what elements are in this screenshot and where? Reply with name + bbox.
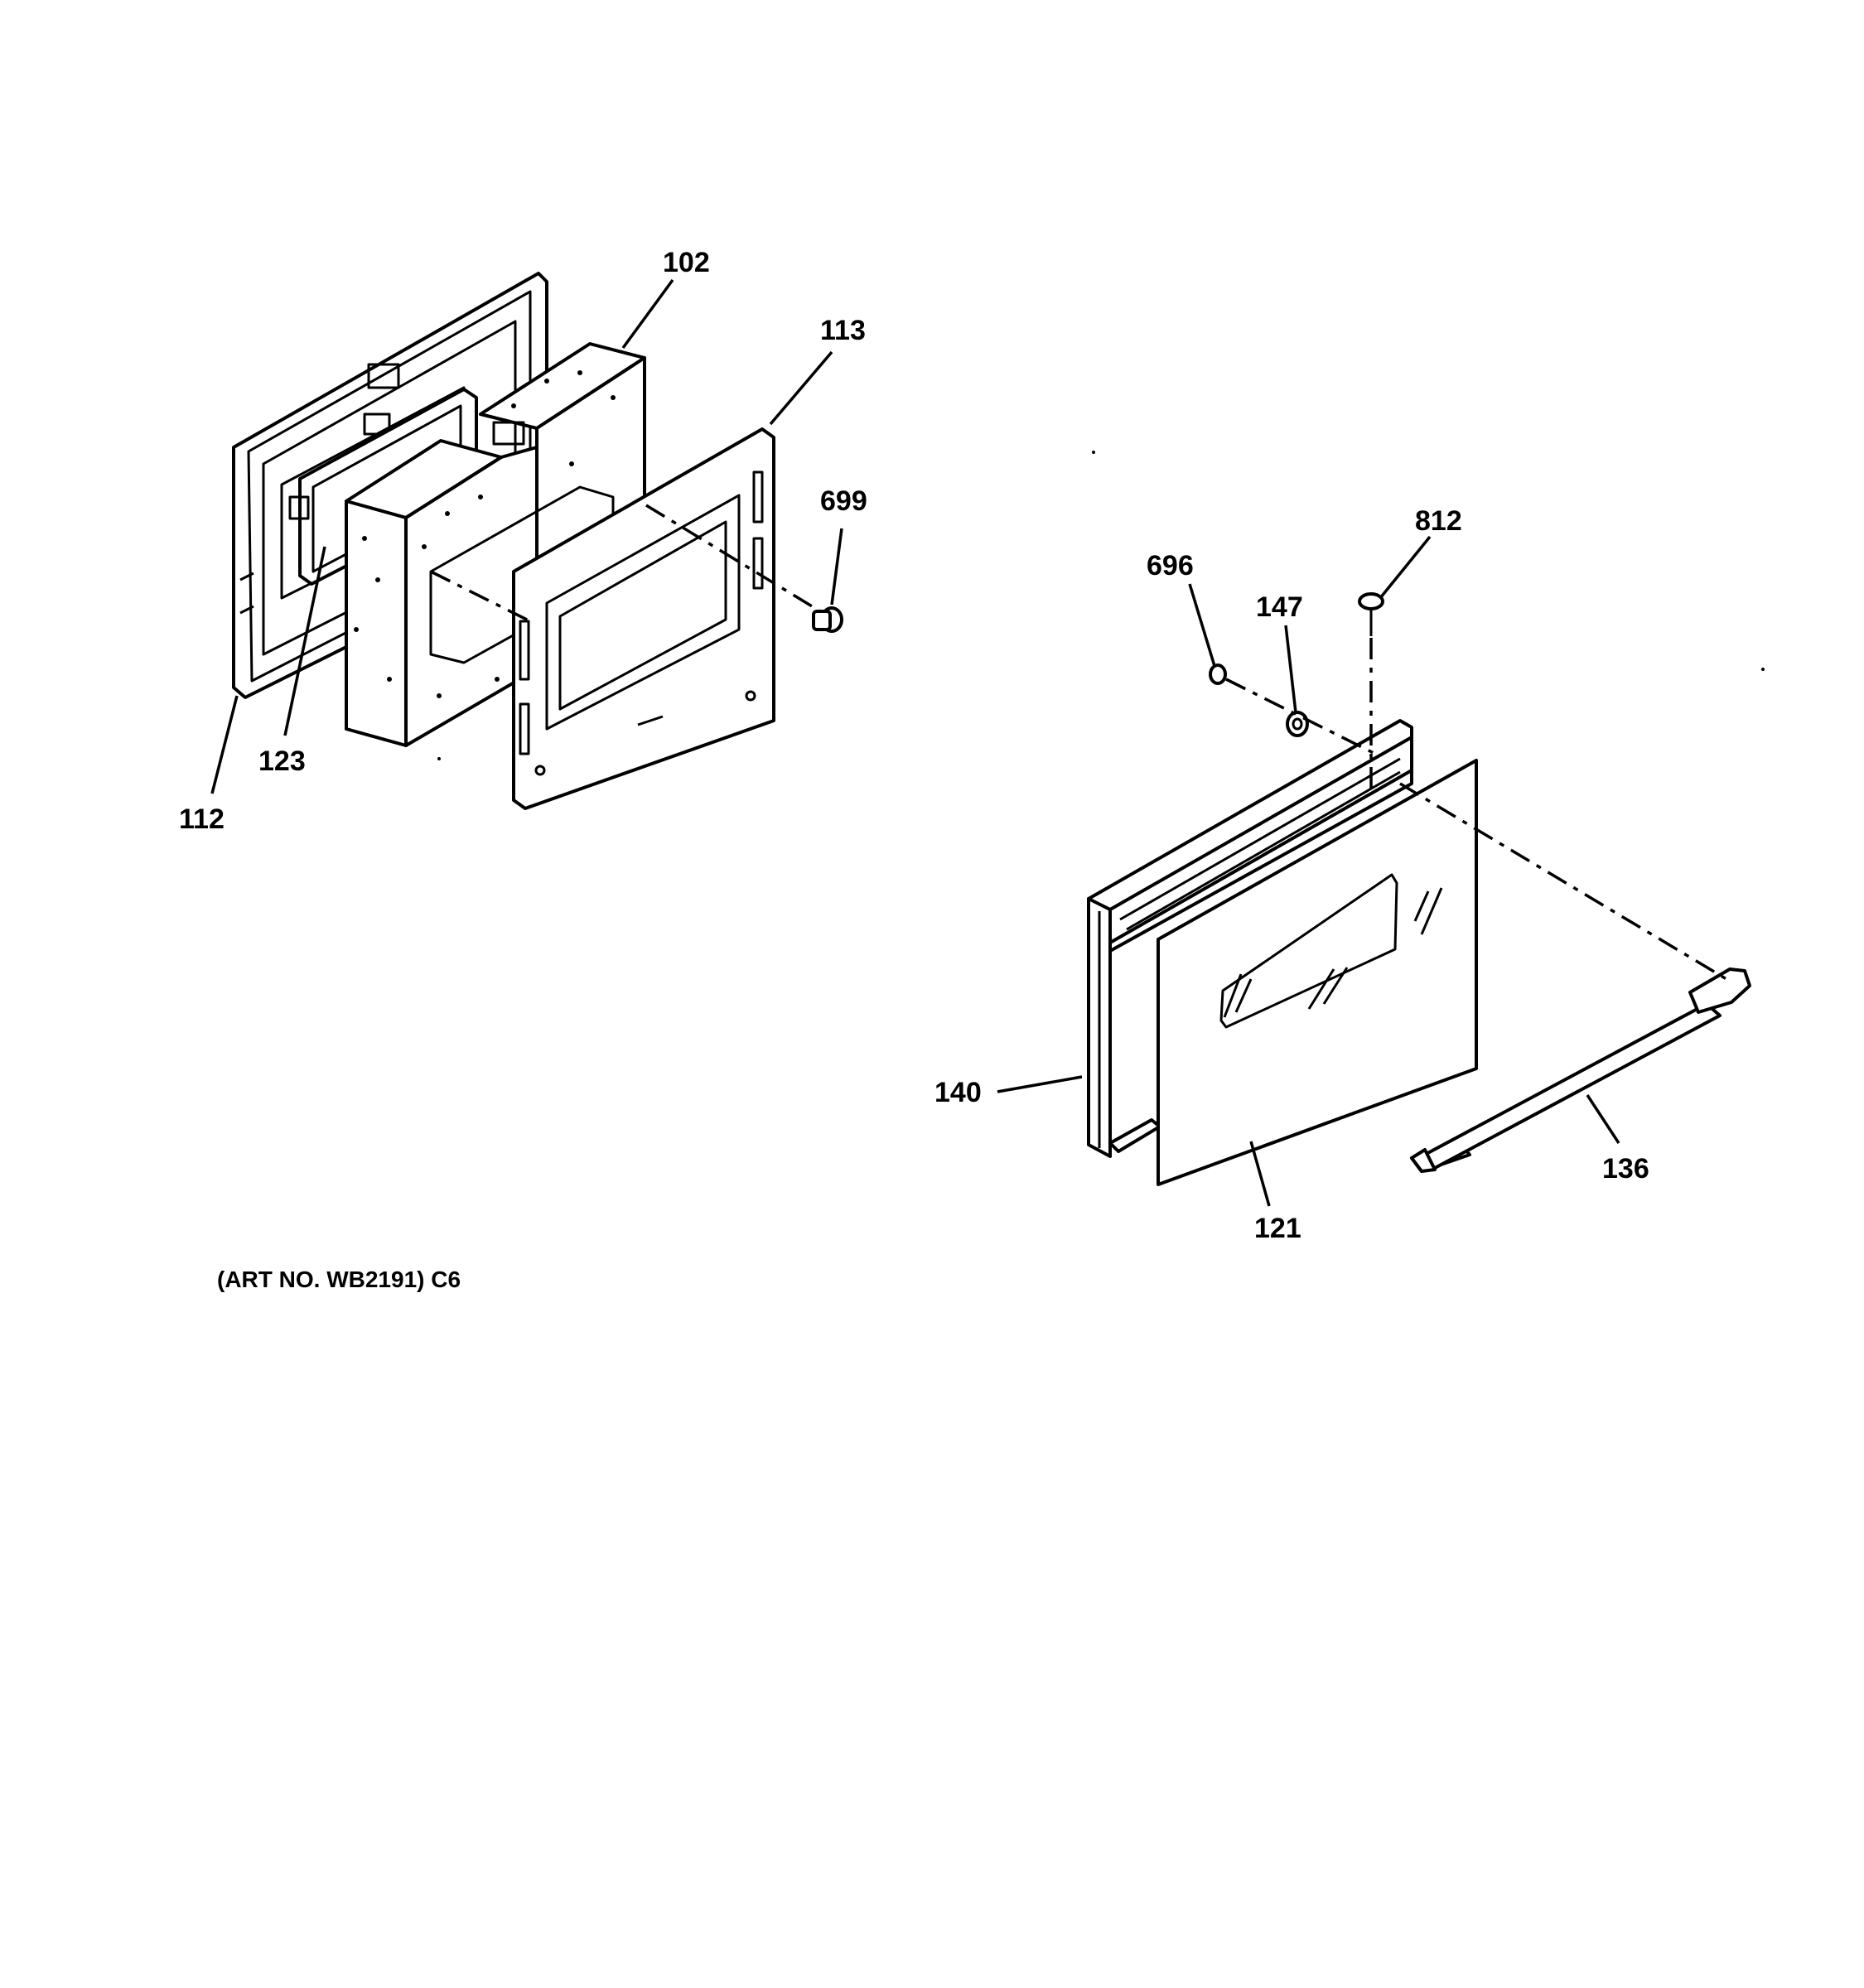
callout-136: 136 — [1602, 1153, 1649, 1185]
print-dot — [1092, 451, 1095, 454]
part-140-door-frame — [1087, 719, 1413, 1158]
leader-812 — [1379, 535, 1432, 600]
callout-123: 123 — [258, 746, 306, 777]
guide-line-right-3 — [1399, 782, 1727, 981]
part-113-inner-panel — [512, 427, 775, 810]
part-812-screw — [1358, 592, 1384, 636]
callout-140: 140 — [934, 1077, 982, 1108]
part-147-washer — [1286, 711, 1309, 737]
leader-147 — [1284, 625, 1297, 713]
leader-140 — [997, 1075, 1083, 1093]
guide-line-right-2 — [1225, 678, 1376, 755]
leader-121 — [1249, 1141, 1271, 1207]
print-dot — [1761, 668, 1765, 671]
callout-699: 699 — [820, 485, 867, 517]
callout-112: 112 — [179, 803, 225, 835]
print-dot — [437, 757, 441, 760]
leader-699 — [830, 528, 843, 606]
guide-line-left-2 — [645, 504, 821, 613]
leader-123 — [283, 546, 326, 736]
callout-113: 113 — [820, 315, 866, 346]
leader-102 — [621, 278, 674, 350]
callout-147: 147 — [1256, 591, 1303, 623]
part-696-screw — [1209, 663, 1227, 685]
guide-line-left-1 — [430, 570, 531, 623]
callout-812: 812 — [1415, 505, 1462, 537]
art-number-caption: (ART NO. WB2191) C6 — [217, 1267, 461, 1292]
callout-121: 121 — [1254, 1213, 1301, 1244]
callout-696: 696 — [1147, 550, 1194, 581]
leader-136 — [1586, 1094, 1620, 1144]
leader-112 — [210, 695, 239, 794]
part-699-screw — [812, 606, 843, 633]
callout-102: 102 — [663, 247, 710, 278]
leader-696 — [1188, 583, 1216, 667]
part-121-outer-glass — [1157, 759, 1478, 1186]
leader-113 — [769, 350, 833, 426]
part-136-door-handle — [1410, 967, 1751, 1173]
